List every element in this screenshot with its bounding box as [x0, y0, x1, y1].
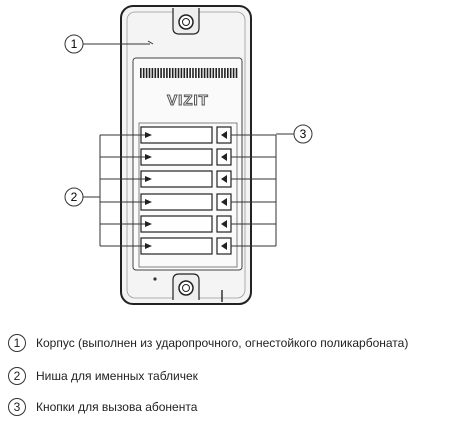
grille-slot: [198, 68, 200, 78]
grille-slot: [232, 68, 235, 78]
grille-slot: [166, 68, 168, 78]
legend-number-1: 1: [8, 334, 26, 352]
grille-slot: [140, 68, 142, 78]
grille-slot: [151, 68, 154, 78]
grille-slot: [192, 68, 194, 78]
grille-slot: [195, 68, 197, 78]
legend-text-3: Кнопки для вызова абонента: [36, 400, 198, 414]
callout-1-number: 1: [71, 37, 78, 51]
legend-number-2: 2: [8, 367, 26, 385]
grille-slot: [174, 68, 177, 78]
grille-slot: [169, 68, 171, 78]
grille-slot: [206, 68, 209, 78]
call-button-arrow-icon: [221, 131, 227, 139]
grille-slot: [215, 68, 217, 78]
grille-slot: [224, 68, 226, 78]
brand-logo: VIZIT: [167, 92, 209, 109]
top-screw: [172, 8, 200, 35]
callout-3-number: 3: [300, 127, 307, 141]
grille-slot: [218, 68, 220, 78]
grille-slot: [177, 68, 180, 78]
grille-slot: [200, 68, 203, 78]
callout-1-leader-arrow: [147, 40, 154, 45]
grille-slot: [209, 68, 212, 78]
grille-slot: [227, 68, 229, 78]
bottom-screw: [172, 273, 200, 300]
button-area: [138, 122, 238, 268]
callout-2-leaders: [83, 132, 152, 249]
call-button-arrow-icon: [221, 198, 227, 206]
callout-2-circle: [64, 187, 84, 207]
call-button-arrow-icon: [221, 220, 227, 228]
legend-number-3: 3: [8, 398, 26, 416]
call-button-arrow-icon: [221, 153, 227, 161]
legend-item-2: 2 Ниша для именных табличек: [8, 366, 198, 386]
callout-2-arrowhead: [145, 243, 152, 249]
callout-2-arrowhead: [145, 176, 152, 182]
grille-slot: [183, 68, 186, 78]
microphone-hole: [153, 277, 157, 281]
legend-text-1: Корпус (выполнен из ударопрочного, огнес…: [36, 336, 409, 350]
callout-2-arrowhead: [145, 221, 152, 227]
grille-slot: [189, 68, 191, 78]
callout-3-leaders: [231, 133, 294, 247]
callout-2-arrowhead: [145, 132, 152, 138]
grille-slot: [148, 68, 151, 78]
legend-item-3: 3 Кнопки для вызова абонента: [8, 397, 197, 417]
call-button-arrow-icon: [221, 175, 227, 183]
grille-slot: [229, 68, 232, 78]
callout-1-circle: [64, 34, 84, 54]
call-button-arrow-icon: [221, 242, 227, 250]
callout-3-circle: [293, 124, 313, 144]
grille-slot: [145, 68, 148, 78]
speaker-grille: [140, 68, 238, 78]
grille-slot: [154, 68, 157, 78]
grille-slot: [186, 68, 188, 78]
callout-2-number: 2: [71, 190, 78, 204]
legend-item-1: 1 Корпус (выполнен из ударопрочного, огн…: [8, 333, 408, 353]
grille-slot: [180, 68, 183, 78]
legend-text-2: Ниша для именных табличек: [36, 369, 198, 383]
grille-slot: [142, 68, 145, 78]
grille-slot: [157, 68, 159, 78]
callout-2-arrowhead: [145, 199, 152, 205]
callout-2-arrowhead: [145, 154, 152, 160]
grille-slot: [163, 68, 165, 78]
grille-slot: [203, 68, 206, 78]
grille-slot: [235, 68, 238, 78]
grille-slot: [160, 68, 162, 78]
grille-slot: [212, 68, 215, 78]
grille-slot: [221, 68, 223, 78]
grille-slot: [171, 68, 174, 78]
